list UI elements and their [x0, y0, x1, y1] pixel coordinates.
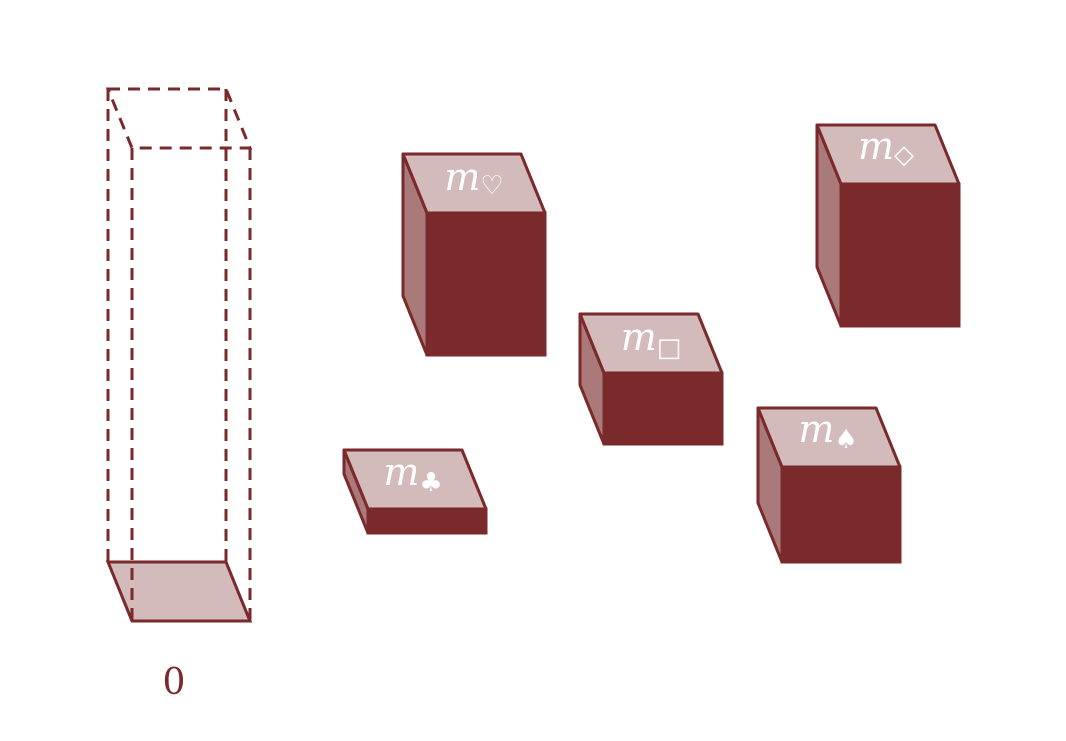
box-clubs-label: m♣ [383, 450, 442, 498]
box-clubs: m♣ [342, 448, 488, 535]
box-diamonds: m◇ [815, 123, 961, 328]
box-square-label: m□ [621, 315, 682, 363]
box-square-front [602, 371, 724, 446]
box-diamonds-top [815, 123, 961, 186]
box-spades-top [756, 406, 902, 469]
empty-column-base [105, 560, 253, 623]
box-hearts-top [401, 152, 547, 215]
box-spades-front [780, 465, 902, 564]
empty-column-outline [105, 87, 253, 621]
box-clubs-top [342, 448, 488, 511]
box-hearts-front [425, 211, 547, 357]
box-clubs-front [366, 507, 488, 535]
box-diamonds-front [839, 182, 961, 328]
box-square-top [578, 312, 724, 375]
box-hearts-label: m♡ [444, 155, 503, 201]
box-diamonds-label: m◇ [858, 124, 914, 170]
box-spades: m♠ [756, 406, 902, 564]
box-hearts: m♡ [401, 152, 547, 357]
empty-column-label: 0 [163, 662, 186, 703]
box-spades-label: m♠ [798, 407, 857, 455]
empty-column: 0 [105, 87, 253, 703]
box-square: m□ [578, 312, 724, 446]
